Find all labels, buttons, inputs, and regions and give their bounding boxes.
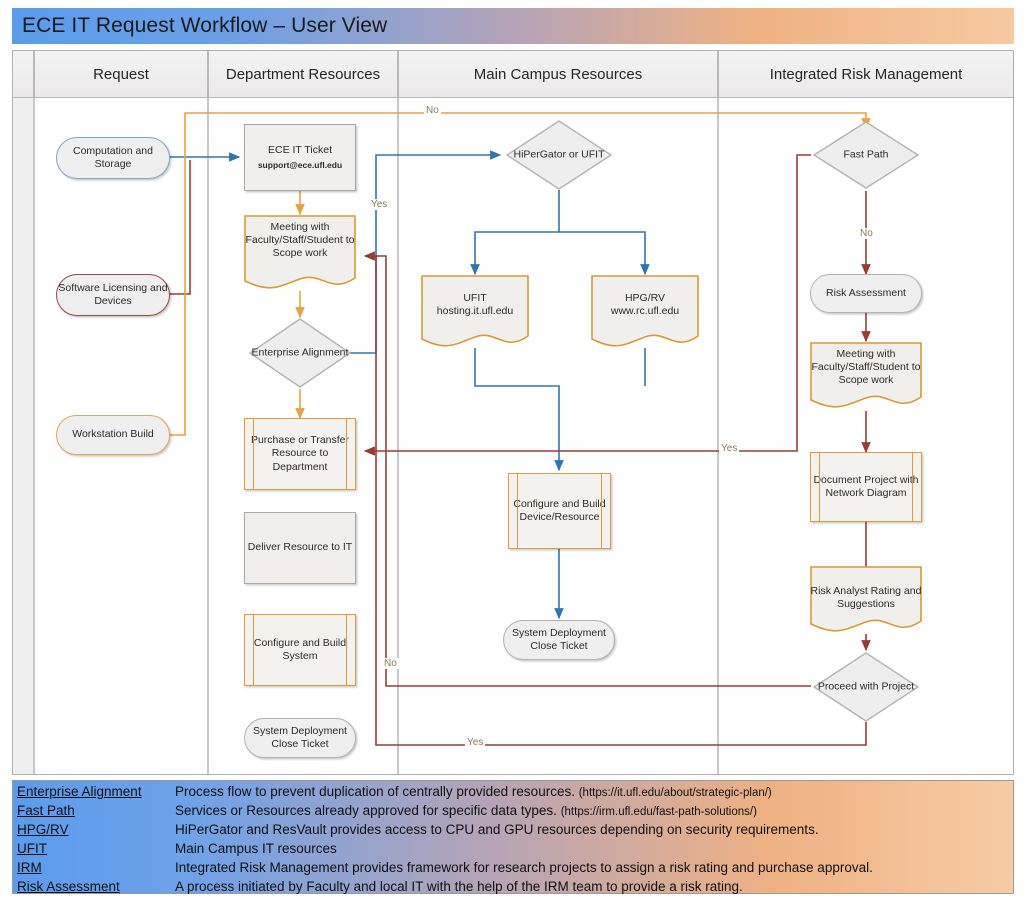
node-system-deployment-close-ticket-main[interactable]: System Deployment Close Ticket (503, 620, 615, 660)
legend-row: HPG/RV HiPerGator and ResVault provides … (13, 822, 1013, 841)
legend-term[interactable]: UFIT (17, 841, 47, 856)
page-title: ECE IT Request Workflow – User View (22, 14, 388, 37)
lane-header-label: Request (93, 65, 149, 83)
node-document-project-with-network-diagram[interactable]: Document Project with Network Diagram (810, 452, 922, 522)
lane-header-label: Integrated Risk Management (769, 65, 963, 83)
node-label: Configure and Build System (253, 636, 347, 662)
legend-row: Enterprise Alignment Process flow to pre… (13, 784, 1013, 803)
node-configure-and-build-system[interactable]: Configure and Build System (244, 614, 356, 686)
decision-shape (248, 318, 352, 388)
node-hpg-rv[interactable]: HPG/RV www.rc.ufl.edu (591, 275, 699, 351)
legend-url: (https://irm.ufl.edu/fast-path-solutions… (560, 806, 757, 818)
edge-label-no-top: No (424, 105, 441, 116)
legend-row: Risk Assessment A process initiated by F… (13, 879, 1013, 898)
node-label: HiPerGator or UFIT (513, 148, 605, 161)
node-enterprise-alignment[interactable]: Enterprise Alignment (248, 317, 352, 389)
node-purchase-or-transfer[interactable]: Purchase or Transfer Resource to Departm… (244, 418, 356, 490)
node-ufit-hosting[interactable]: UFIT hosting.it.ufl.edu (421, 275, 529, 351)
node-label: Computation and Storage (73, 144, 153, 170)
title-banner: ECE IT Request Workflow – User View (12, 8, 1014, 44)
document-shape (244, 215, 356, 289)
node-label: Document Project with Network Diagram (813, 473, 919, 499)
node-label: System Deployment Close Ticket (253, 724, 347, 750)
node-label-url: hosting.it.ufl.edu (436, 305, 514, 318)
node-fast-path[interactable]: Fast Path (812, 120, 920, 190)
edge-label-yes-enterprise: Yes (369, 199, 390, 210)
node-label: Deliver Resource to IT (247, 541, 353, 554)
node-hipergator-or-ufit[interactable]: HiPerGator or UFIT (505, 119, 613, 191)
lane-header-request: Request (34, 50, 208, 98)
legend-term[interactable]: HPG/RV (17, 822, 69, 837)
node-software-licensing-and-devices[interactable]: Software Licensing and Devices (56, 274, 170, 316)
node-risk-analyst-rating[interactable]: Risk Analyst Rating and Suggestions (810, 566, 922, 636)
node-label: Purchase or Transfer Resource to Departm… (250, 434, 350, 473)
lane-header-department: Department Resources (208, 50, 398, 98)
legend-row: IRM Integrated Risk Management provides … (13, 860, 1013, 879)
legend-description: A process initiated by Faculty and local… (175, 879, 743, 894)
node-label: Risk Assessment (826, 286, 906, 299)
legend-desc-text: Services or Resources already approved f… (175, 803, 557, 818)
decision-shape (812, 652, 920, 722)
node-workstation-build[interactable]: Workstation Build (56, 415, 170, 455)
lane-header-label: Main Campus Resources (473, 65, 643, 83)
node-ece-it-ticket[interactable]: ECE IT Ticket support@ece.ufl.edu (244, 124, 356, 191)
legend-description: Integrated Risk Management provides fram… (175, 860, 873, 875)
node-meeting-with-faculty-irm[interactable]: Meeting with Faculty/Staff/Student to Sc… (810, 342, 922, 412)
document-shape (810, 342, 922, 408)
node-label: Configure and Build Device/Resource (513, 497, 606, 523)
document-shape (421, 275, 529, 347)
node-deliver-resource-to-it[interactable]: Deliver Resource to IT (244, 512, 356, 584)
node-label: Workstation Build (72, 428, 154, 441)
legend-description: Services or Resources already approved f… (175, 803, 1013, 818)
node-label: Meeting with Faculty/Staff/Student to Sc… (811, 348, 921, 387)
node-label-title: HPG/RV (624, 292, 666, 304)
lane-header-irm: Integrated Risk Management (718, 50, 1014, 98)
node-label: Fast Path (843, 148, 889, 161)
node-label-url: www.rc.ufl.edu (610, 305, 680, 318)
lane-body-main-campus (398, 98, 718, 775)
node-ticket-email: support@ece.ufl.edu (257, 160, 343, 171)
legend-description: HiPerGator and ResVault provides access … (175, 822, 819, 837)
node-label: HPG/RV www.rc.ufl.edu (591, 292, 699, 318)
legend-term[interactable]: Enterprise Alignment (17, 784, 142, 799)
node-configure-and-build-device[interactable]: Configure and Build Device/Resource (508, 473, 611, 549)
edge-label-yes-proceed: Yes (465, 737, 486, 748)
node-label: Meeting with Faculty/Staff/Student to Sc… (245, 221, 355, 260)
legend-panel: Enterprise Alignment Process flow to pre… (12, 780, 1014, 894)
legend-row: UFIT Main Campus IT resources (13, 841, 1013, 860)
legend-term[interactable]: IRM (17, 860, 42, 875)
lane-header-label: Department Resources (225, 65, 381, 83)
legend-description: Process flow to prevent duplication of c… (175, 784, 1013, 799)
edge-label-no-proceed: No (382, 658, 399, 669)
node-meeting-with-faculty-dept[interactable]: Meeting with Faculty/Staff/Student to Sc… (244, 215, 356, 293)
node-proceed-with-project[interactable]: Proceed with Project (812, 651, 920, 723)
node-computation-and-storage[interactable]: Computation and Storage (56, 137, 170, 179)
decision-shape (505, 120, 613, 190)
node-label: Proceed with Project (817, 680, 915, 693)
edge-label-yes-irm-purchase: Yes (719, 443, 740, 454)
node-label: Enterprise Alignment (251, 346, 349, 359)
node-label: Software Licensing and Devices (58, 281, 168, 307)
decision-shape (812, 121, 920, 189)
legend-term[interactable]: Fast Path (17, 803, 75, 818)
node-label: UFIT hosting.it.ufl.edu (421, 292, 529, 318)
document-shape (591, 275, 699, 347)
node-label: System Deployment Close Ticket (512, 626, 606, 652)
legend-term[interactable]: Risk Assessment (17, 879, 120, 894)
node-label: ECE IT Ticket (268, 144, 332, 157)
node-label-title: UFIT (463, 292, 487, 304)
edge-label-no-fast-path: No (858, 228, 875, 239)
node-label: Risk Analyst Rating and Suggestions (810, 585, 922, 611)
document-shape (810, 566, 922, 632)
lane-header-main-campus: Main Campus Resources (398, 50, 718, 98)
node-system-deployment-close-ticket-dept[interactable]: System Deployment Close Ticket (244, 718, 356, 758)
legend-description: Main Campus IT resources (175, 841, 337, 856)
node-risk-assessment[interactable]: Risk Assessment (810, 274, 922, 313)
legend-url: (https://it.ufl.edu/about/strategic-plan… (578, 787, 772, 799)
legend-row: Fast Path Services or Resources already … (13, 803, 1013, 822)
legend-desc-text: Process flow to prevent duplication of c… (175, 784, 575, 799)
